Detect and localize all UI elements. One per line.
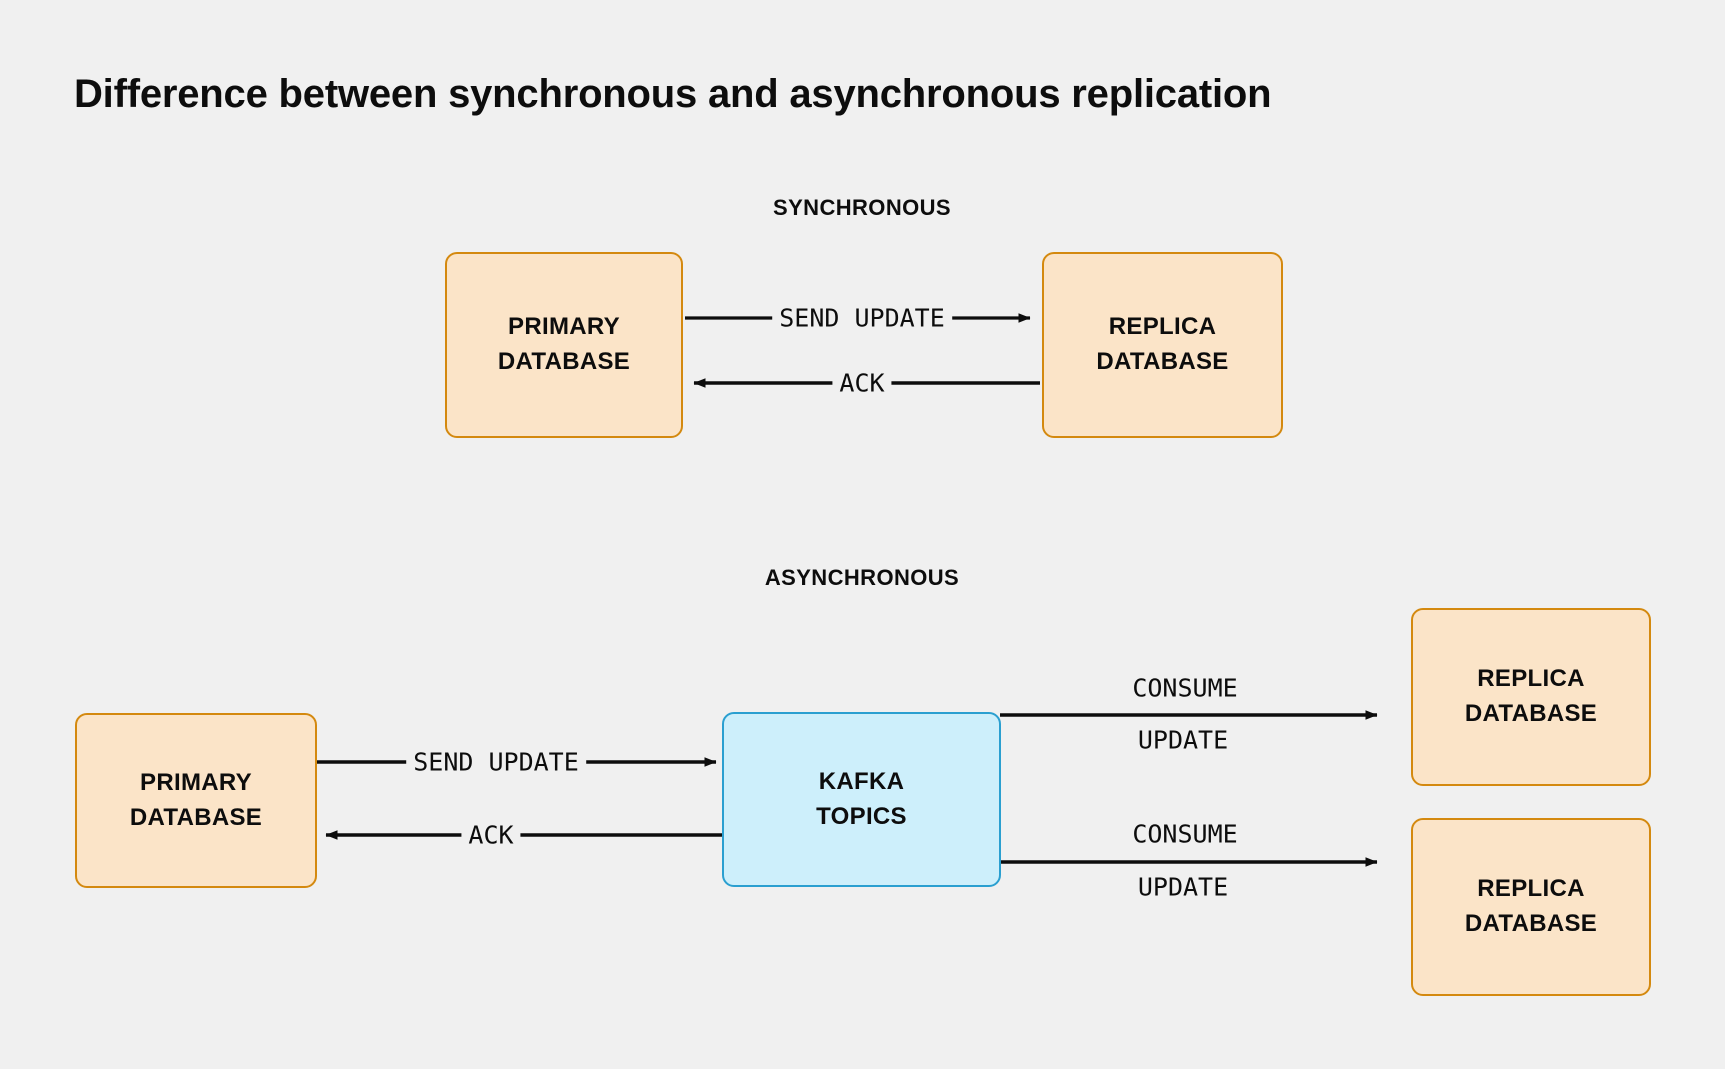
sync-replica-database-node[interactable]: REPLICA DATABASE (1042, 252, 1283, 438)
sync-replica-database-line1: REPLICA (1108, 313, 1217, 341)
sync-primary-database-node[interactable]: PRIMARY DATABASE (445, 252, 683, 438)
section-label-synchronous: SYNCHRONOUS (773, 195, 951, 220)
async-replica-database-bottom-node[interactable]: REPLICA DATABASE (1411, 818, 1651, 996)
page-title: Difference between synchronous and async… (74, 72, 1272, 116)
async-consume-top-label-line2: UPDATE (1137, 725, 1229, 755)
async-consume-bottom-label-line2: UPDATE (1137, 872, 1229, 902)
async-primary-database-line2: DATABASE (129, 803, 263, 831)
async-replica-top-line2: DATABASE (1464, 700, 1598, 727)
async-send-update-label: SEND UPDATE (406, 747, 586, 777)
async-consume-top-label-line1: CONSUME (1132, 673, 1238, 703)
async-consume-bottom-label-line1: CONSUME (1132, 819, 1238, 849)
sync-replica-database-line2: DATABASE (1096, 348, 1229, 375)
sync-send-update-label: SEND UPDATE (772, 303, 952, 333)
async-replica-bottom-line2: DATABASE (1464, 910, 1598, 937)
async-primary-database-node[interactable]: PRIMARY DATABASE (75, 713, 317, 888)
sync-ack-label: ACK (832, 368, 892, 398)
async-ack-label: ACK (461, 820, 521, 850)
async-replica-top-line1: REPLICA (1477, 665, 1585, 693)
async-replica-bottom-line1: REPLICA (1477, 875, 1585, 903)
sync-primary-database-line1: PRIMARY (508, 313, 620, 341)
sync-primary-database-line2: DATABASE (497, 348, 631, 375)
async-primary-database-line1: PRIMARY (140, 768, 252, 796)
async-kafka-topics-line2: TOPICS (816, 802, 907, 830)
async-kafka-topics-line1: KAFKA (818, 767, 905, 795)
async-replica-database-top-node[interactable]: REPLICA DATABASE (1411, 608, 1651, 786)
section-label-asynchronous: ASYNCHRONOUS (764, 565, 960, 590)
async-kafka-topics-node[interactable]: KAFKA TOPICS (722, 712, 1001, 887)
